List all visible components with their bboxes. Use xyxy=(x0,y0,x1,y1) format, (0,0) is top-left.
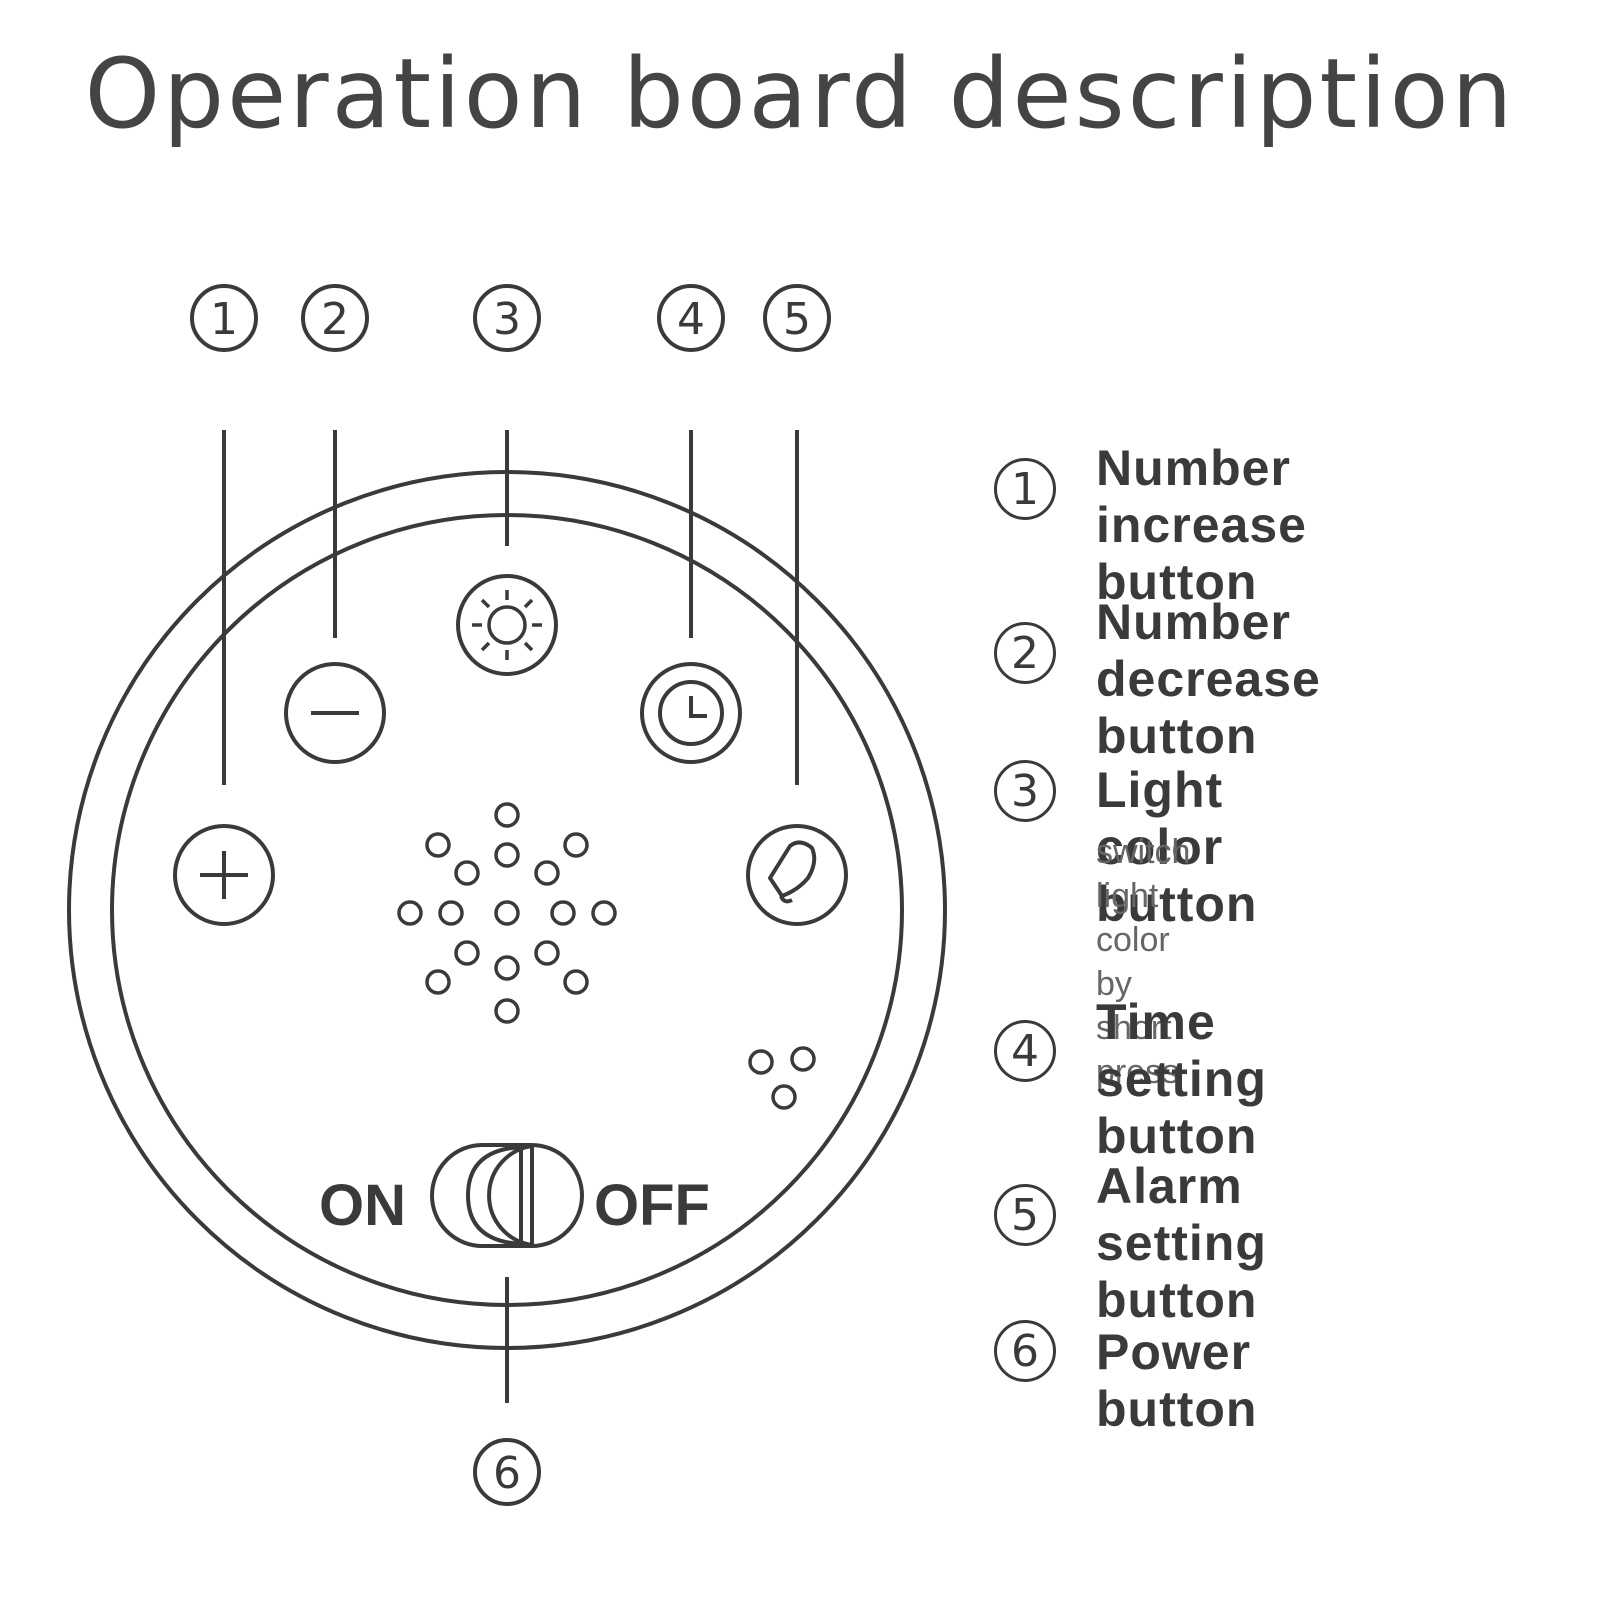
switch-on-label: ON xyxy=(319,1173,406,1238)
speaker-grille xyxy=(397,802,617,1024)
legend-marker-1: 1 xyxy=(994,458,1056,520)
legend-label-2-line2: button xyxy=(1096,708,1258,764)
microphone-holes xyxy=(748,1046,816,1110)
marker-circle-1 xyxy=(190,284,258,352)
legend-sublabel-3-line2: short press xyxy=(1096,1009,1180,1091)
legend-label-6: Power button xyxy=(1096,1324,1258,1437)
minus-button[interactable] xyxy=(284,662,386,764)
legend-label-4-line1: Time setting xyxy=(1096,994,1267,1107)
legend-label-1-line1: Number increase xyxy=(1096,440,1307,553)
plus-button[interactable] xyxy=(173,824,275,926)
legend-sublabel-3: switch light color by short press xyxy=(1096,830,1190,1094)
legend-label-4: Time setting button xyxy=(1096,994,1267,1165)
marker-number-5: 5 xyxy=(783,294,811,345)
legend-marker-5: 5 xyxy=(994,1184,1056,1246)
legend-label-5-line2: button xyxy=(1096,1272,1258,1328)
marker-number-6: 6 xyxy=(493,1448,521,1499)
marker-circle-4 xyxy=(657,284,725,352)
sun-icon xyxy=(472,590,542,660)
legend-marker-2: 2 xyxy=(994,622,1056,684)
power-switch-icon xyxy=(430,1143,584,1248)
marker-number-4: 4 xyxy=(677,294,705,345)
marker-circle-6 xyxy=(473,1438,541,1506)
page-title: Operation board description xyxy=(84,38,1516,150)
clock-icon xyxy=(658,680,724,746)
marker-number-3: 3 xyxy=(493,294,521,345)
marker-number-1: 1 xyxy=(210,294,238,345)
legend-label-2: Number decrease button xyxy=(1096,594,1321,765)
legend-label-3: Light color button xyxy=(1096,762,1258,932)
legend-label-5: Alarm setting button xyxy=(1096,1158,1267,1329)
alarm-setting-button[interactable] xyxy=(746,824,848,926)
switch-off-label: OFF xyxy=(594,1173,710,1238)
legend-marker-3: 3 xyxy=(994,760,1056,822)
board-outer-ring xyxy=(67,470,947,1350)
bell-icon xyxy=(768,840,817,904)
marker-circle-3 xyxy=(473,284,541,352)
legend-marker-6: 6 xyxy=(994,1320,1056,1382)
legend-marker-4: 4 xyxy=(994,1020,1056,1082)
marker-number-2: 2 xyxy=(321,294,349,345)
marker-circle-2 xyxy=(301,284,369,352)
board-inner-ring xyxy=(110,513,904,1307)
light-color-button[interactable] xyxy=(456,574,558,676)
power-switch[interactable] xyxy=(430,1143,584,1248)
legend-label-1: Number increase button xyxy=(1096,440,1307,611)
legend-label-1-line2: button xyxy=(1096,554,1258,610)
legend-label-5-line1: Alarm setting xyxy=(1096,1158,1267,1271)
legend-label-2-line1: Number decrease xyxy=(1096,594,1321,707)
marker-circle-5 xyxy=(763,284,831,352)
time-setting-button[interactable] xyxy=(640,662,742,764)
legend-label-4-line2: button xyxy=(1096,1108,1258,1164)
legend-sublabel-3-line1: switch light color by xyxy=(1096,833,1191,1003)
